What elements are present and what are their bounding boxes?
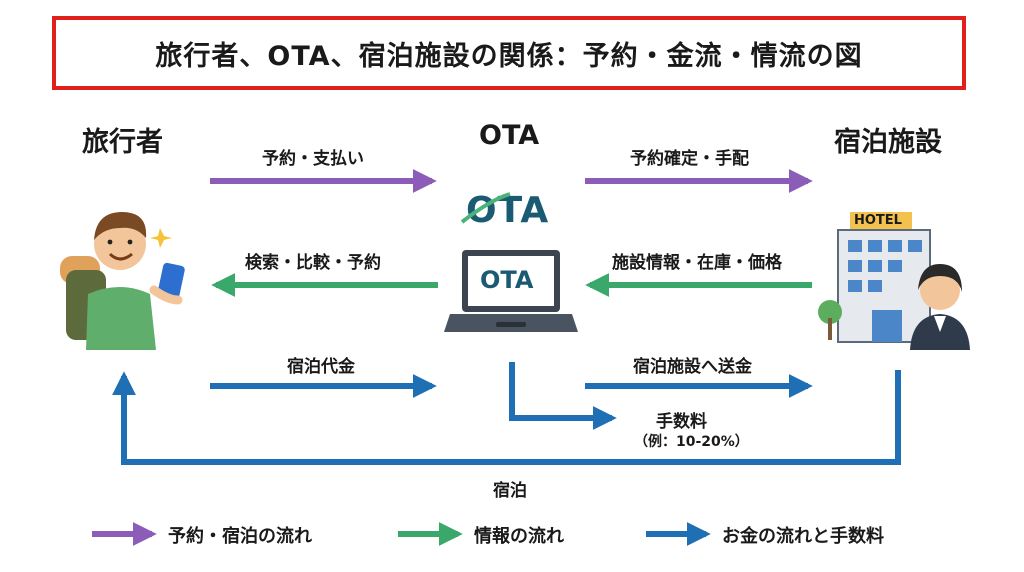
header-ota: OTA [479,120,540,151]
label-commission-note: （例：10-20%） [634,434,749,450]
hotel-sign: HOTEL [854,213,902,228]
legend-label-booking: 予約・宿泊の流れ [168,526,312,547]
label-booking-confirm: 予約確定・手配 [630,149,749,169]
laptop-logo-text: OTA [480,266,534,294]
laptop-screen-logo: OTA [480,266,533,294]
label-booking-payment: 予約・支払い [262,149,364,169]
label-remit-to-hotel: 宿泊施設へ送金 [633,357,752,377]
title-box: 旅行者、OTA、宿泊施設の関係：予約・金流・情流の図 [52,16,966,90]
header-hotel: 宿泊施設 [834,127,942,158]
label-search-compare: 検索・比較・予約 [245,253,381,273]
hotel-icon [818,212,970,350]
laptop-icon [444,250,578,332]
diagram-title: 旅行者、OTA、宿泊施設の関係：予約・金流・情流の図 [155,40,863,72]
label-commission: 手数料 [656,412,707,432]
label-stay: 宿泊 [493,481,527,501]
traveler-icon [60,212,185,350]
ota-logo-swoosh [460,192,511,224]
arrow-commission [509,362,617,430]
header-traveler: 旅行者 [82,127,163,158]
legend-label-info: 情報の流れ [474,526,564,547]
label-facility-info: 施設情報・在庫・価格 [612,253,782,273]
label-lodging-fee: 宿泊代金 [287,357,355,377]
arrow-stay [112,370,901,465]
legend-label-money: お金の流れと手数料 [722,526,884,547]
